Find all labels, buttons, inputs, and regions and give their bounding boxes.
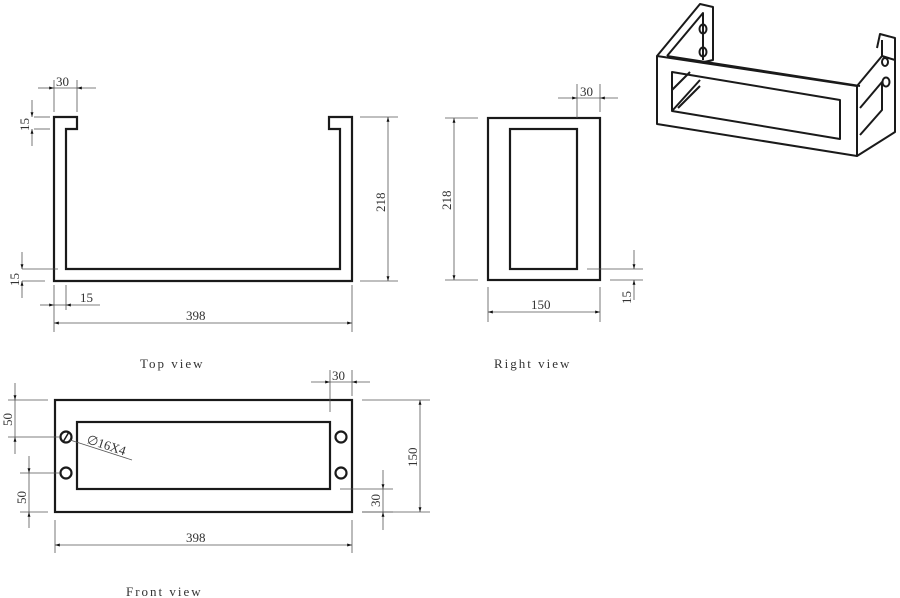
front-dim-height-label: 150 — [405, 448, 420, 468]
right-dim-height: 218 — [439, 117, 478, 281]
top-dim-lip-width: 30 — [38, 74, 96, 112]
front-dim-hole-offset-top: 50 — [0, 383, 60, 454]
top-dim-width-label: 398 — [186, 308, 206, 323]
right-view-caption: Right view — [494, 356, 571, 371]
right-dim-width-label: 150 — [531, 297, 551, 312]
front-dim-hole-offset-bottom-label: 50 — [14, 491, 29, 504]
front-view-inner — [75, 420, 332, 491]
right-dim-frame-width-label: 30 — [580, 84, 593, 99]
front-dim-frame-width-label: 30 — [332, 368, 345, 383]
hole-left-bottom — [59, 466, 73, 480]
right-dim-frame-bottom-label: 15 — [619, 291, 634, 304]
front-dim-frame-width: 30 — [311, 368, 370, 412]
top-dim-height-label: 218 — [373, 193, 388, 213]
front-dim-hole-offset-bottom: 50 — [14, 456, 60, 528]
top-dim-wall-side-label: 15 — [80, 290, 93, 305]
top-dim-lip-height-label: 15 — [17, 118, 32, 131]
right-dim-frame-bottom: 15 — [587, 250, 643, 304]
hole-right-top — [334, 430, 348, 444]
top-dim-width: 398 — [53, 285, 353, 332]
front-dim-frame-bottom-label: 30 — [368, 494, 383, 507]
top-dim-wall-bottom-label: 15 — [7, 273, 22, 286]
front-hole-callout-label: ∅16X4 — [85, 432, 128, 459]
hole-right-bottom — [334, 466, 348, 480]
right-view: 30 218 15 150 Right view — [439, 84, 643, 371]
right-dim-width: 150 — [487, 287, 601, 322]
front-dim-hole-offset-top-label: 50 — [0, 413, 15, 426]
front-dim-width: 398 — [54, 520, 353, 553]
top-view-outline — [52, 115, 354, 283]
front-view-outer — [53, 398, 354, 514]
top-dim-wall-side: 15 — [40, 285, 100, 310]
front-dim-height: 150 — [362, 399, 430, 513]
right-view-inner — [508, 127, 579, 271]
front-dim-frame-bottom: 30 — [340, 470, 393, 530]
front-hole-callout: ∅16X4 — [69, 432, 133, 461]
front-dim-width-label: 398 — [186, 530, 206, 545]
front-view-caption: Front view — [126, 584, 203, 598]
top-dim-height: 218 — [360, 116, 398, 282]
right-dim-height-label: 218 — [439, 191, 454, 211]
top-view-caption: Top view — [140, 356, 205, 371]
top-dim-lip-height: 15 — [17, 100, 50, 146]
top-dim-lip-width-label: 30 — [56, 74, 69, 89]
right-dim-frame-width: 30 — [558, 84, 618, 118]
isometric-view — [656, 3, 896, 157]
top-dim-wall-bottom: 15 — [7, 252, 58, 298]
right-view-outer — [486, 116, 602, 282]
top-view: 30 15 218 15 — [7, 74, 398, 371]
hole-left-top — [59, 430, 73, 444]
front-view: ∅16X4 50 50 30 — [0, 368, 430, 598]
